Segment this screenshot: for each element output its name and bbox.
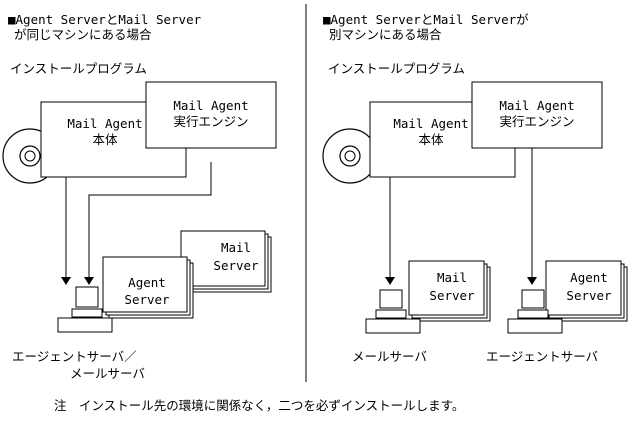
- left-install-program-label: インストールプログラム: [10, 61, 147, 76]
- left-heading-line2: が同じマシンにある場合: [14, 27, 152, 42]
- right-mail-server-stack: [408, 260, 491, 322]
- left-install-arrows: [61, 162, 212, 285]
- left-engine-label-line2: 実行エンジン: [173, 114, 249, 129]
- right-install-disc-icon: [322, 128, 378, 184]
- left-body-label-line2: 本体: [92, 132, 118, 147]
- left-heading-line1: ■Agent ServerとMail Server: [8, 12, 202, 27]
- left-agent-server-label-line2: Server: [124, 292, 170, 307]
- right-agent-server-label-line1: Agent: [570, 270, 608, 285]
- right-install-program-label: インストールプログラム: [328, 61, 465, 76]
- right-mail-agent-engine-box: [471, 81, 603, 149]
- right-engine-label-line1: Mail Agent: [499, 98, 575, 113]
- right-mail-server-label-line2: Server: [429, 288, 475, 303]
- left-engine-label-line1: Mail Agent: [173, 98, 249, 113]
- right-body-label-line2: 本体: [418, 132, 444, 147]
- left-agent-server-stack: [102, 256, 194, 319]
- left-machine-label-line2: メールサーバ: [70, 366, 145, 381]
- left-agent-server-label-line1: Agent: [128, 275, 166, 290]
- left-mail-agent-engine-box: [145, 81, 277, 149]
- right-heading-line1: ■Agent ServerとMail Serverが: [323, 12, 529, 27]
- left-computer-icon: [57, 286, 113, 333]
- right-mail-machine-label: メールサーバ: [352, 349, 427, 364]
- right-mail-computer-icon: [365, 289, 421, 334]
- left-mail-server-label-line2: Server: [213, 258, 259, 273]
- right-body-label-line1: Mail Agent: [393, 116, 469, 131]
- right-agent-server-stack: [545, 260, 628, 322]
- left-mail-server-stack: [180, 230, 272, 293]
- right-install-arrows: [385, 148, 537, 285]
- right-agent-server-label-line2: Server: [566, 288, 612, 303]
- right-agent-machine-label: エージェントサーバ: [486, 349, 599, 364]
- installation-note: 注 インストール先の環境に関係なく，二つを必ずインストールします。: [54, 398, 465, 413]
- right-mail-server-label-line1: Mail: [436, 270, 468, 285]
- right-engine-label-line2: 実行エンジン: [499, 114, 575, 129]
- left-mail-server-label-line1: Mail: [220, 240, 252, 255]
- left-machine-label-line1: エージェントサーバ／: [12, 349, 137, 364]
- left-body-label-line1: Mail Agent: [67, 116, 143, 131]
- right-agent-computer-icon: [507, 289, 563, 334]
- right-heading-line2: 別マシンにある場合: [329, 27, 442, 42]
